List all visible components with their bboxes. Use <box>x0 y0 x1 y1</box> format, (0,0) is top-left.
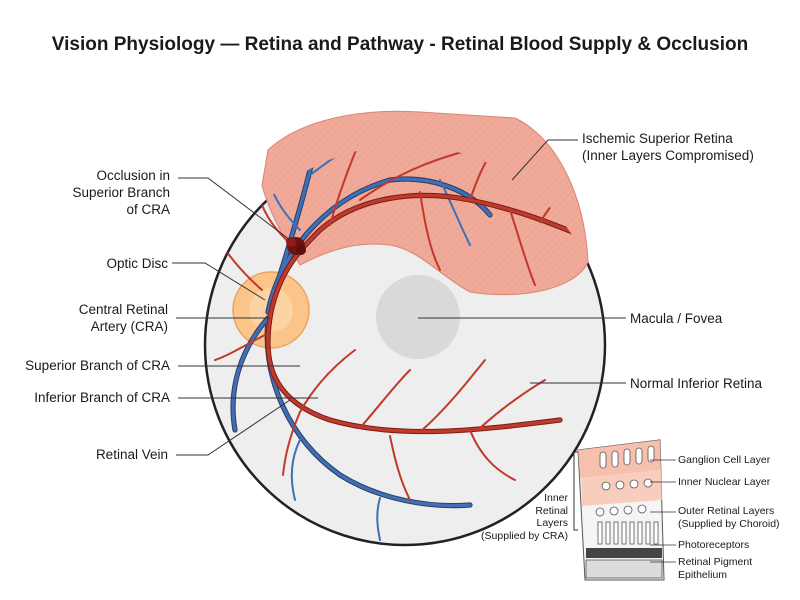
label-cra: Central Retinal Artery (CRA) <box>78 302 168 334</box>
label-retinal-vein: Retinal Vein <box>95 447 168 462</box>
label-ischemic: Ischemic Superior Retina (Inner Layers C… <box>582 131 754 163</box>
label-normal-inferior: Normal Inferior Retina <box>630 376 763 391</box>
ischemic-superior-retina-region <box>261 110 589 296</box>
occlusion-clot <box>286 237 306 255</box>
label-optic-disc: Optic Disc <box>106 256 168 271</box>
inset-label-inner-nuclear: Inner Nuclear Layer <box>678 476 771 488</box>
inset-label-photoreceptors: Photoreceptors <box>678 539 750 551</box>
label-superior-branch: Superior Branch of CRA <box>25 358 170 373</box>
page-title: Vision Physiology — Retina and Pathway -… <box>51 34 749 55</box>
label-inferior-branch: Inferior Branch of CRA <box>34 390 170 405</box>
leader-lines <box>172 139 626 456</box>
inset-label-outer-layers: Outer Retinal Layers (Supplied by Choroi… <box>678 505 780 530</box>
inset-label-ganglion: Ganglion Cell Layer <box>678 454 771 466</box>
label-macula: Macula / Fovea <box>630 311 723 326</box>
macula-fovea <box>376 275 460 359</box>
inset-label-rpe: Retinal Pigment Epithelium <box>678 556 753 581</box>
retinal-layers-inset <box>573 439 676 581</box>
inset-label-inner-layers: Inner Retinal Layers (Supplied by CRA) <box>481 492 568 542</box>
label-occlusion: Occlusion in Superior Branch of CRA <box>72 168 170 217</box>
